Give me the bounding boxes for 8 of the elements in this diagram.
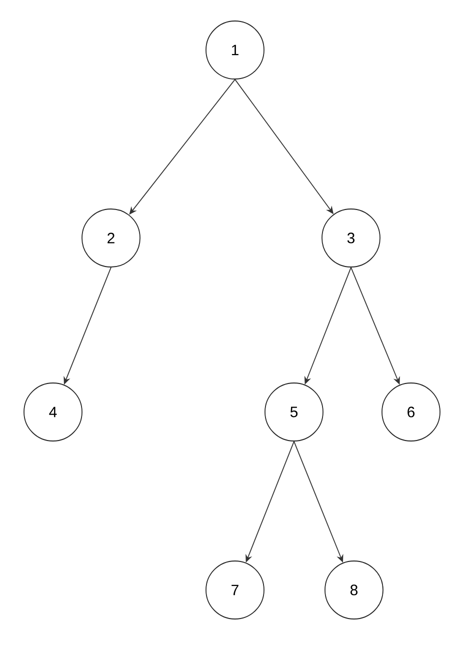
circle-node: 5 — [264, 382, 324, 442]
circle-node: 6 — [382, 382, 440, 442]
circle-node: 2 — [82, 208, 140, 268]
circle-node: 4 — [24, 382, 82, 442]
circle-node: 7 — [206, 560, 264, 620]
circle-node: 8 — [324, 560, 384, 620]
circle-node: 3 — [322, 208, 380, 268]
circle-node: 1 — [206, 20, 264, 80]
